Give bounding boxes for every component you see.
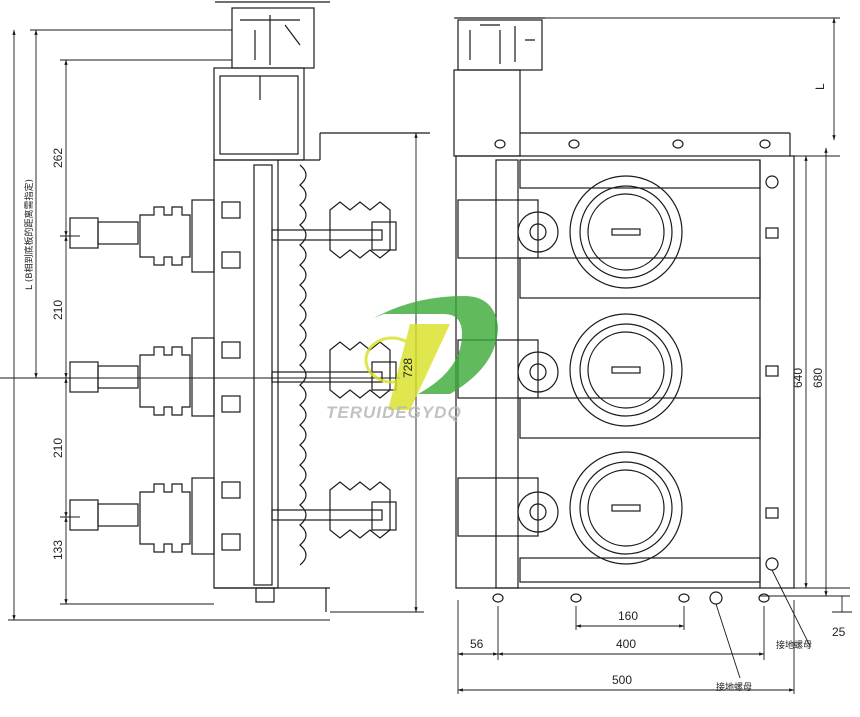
right-mounting-holes	[492, 139, 779, 605]
dim-500-label: 500	[612, 673, 632, 687]
left-phase-insulator-middle	[69, 337, 241, 417]
left-frame	[213, 132, 430, 612]
right-front-view	[453, 17, 852, 694]
watermark-logo	[364, 296, 498, 410]
left-phase-insulator-top	[69, 199, 241, 273]
dim-160-label: 160	[618, 609, 638, 623]
dim-262-label: 262	[51, 148, 65, 168]
dim-L-note: L (B相到底板的距离需指定)	[23, 179, 35, 290]
dim-640-label: 640	[791, 368, 805, 388]
left-dimension-lines	[0, 29, 424, 621]
right-dimension-lines	[454, 17, 852, 694]
dim-210-top-label: 210	[51, 300, 65, 320]
dim-L-label: L	[813, 83, 827, 90]
dim-728-label: 728	[401, 358, 415, 378]
watermark-text: TERUIDEGYDQ	[326, 403, 462, 422]
left-operating-mechanism	[213, 1, 330, 161]
dim-680-label: 680	[811, 368, 825, 388]
right-base-plate	[455, 132, 795, 589]
ground-nut-label-right: 接地螺母	[776, 639, 812, 651]
dim-133-label: 133	[51, 540, 65, 560]
right-phase-top	[457, 175, 683, 289]
dim-400-label: 400	[616, 637, 636, 651]
dim-56-label: 56	[470, 637, 484, 651]
left-phase-insulator-bottom	[69, 477, 241, 555]
dim-210-bottom-label: 210	[51, 438, 65, 458]
right-operating-mechanism	[453, 17, 545, 157]
ground-nut-label-bottom: 接地螺母	[716, 681, 752, 693]
right-post-insulators	[271, 164, 397, 566]
dim-25-label: 25	[832, 625, 846, 639]
right-phase-bottom	[457, 451, 683, 565]
